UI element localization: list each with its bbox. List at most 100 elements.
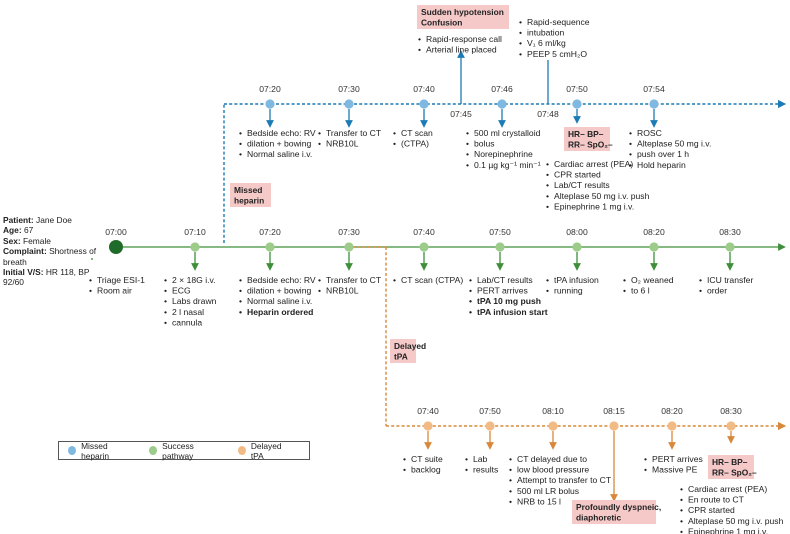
success-node-3-text-1: NRB10L (326, 286, 359, 296)
delayed-status-text-1: RR– SpO₂– (712, 467, 757, 477)
delayed-node-5-text-4: Epinephrine 1 mg i.v. (688, 526, 768, 534)
missed-0745-bullet: • (418, 45, 421, 55)
missed-node-3-bullet: • (466, 128, 469, 138)
timeline-marks (109, 5, 754, 524)
missed-node-dot-5 (649, 99, 659, 109)
success-node-1-bullet: • (164, 286, 167, 296)
delayed-node-2-bullet: • (509, 486, 512, 496)
delayed-node-4-bullet: • (644, 454, 647, 464)
success-start-dot (109, 240, 123, 254)
missed-time-label-5: 07:54 (643, 84, 665, 94)
missed-node-3-text-0: 500 ml crystalloid (474, 128, 541, 138)
missed-0748-text-1: intubation (527, 28, 564, 38)
success-node-3-bullet: • (318, 286, 321, 296)
missed-node-4-bullet: • (546, 191, 549, 201)
missed-node-0-text-2: Normal saline i.v. (247, 149, 312, 159)
hypotension-box (417, 5, 509, 29)
delayed-time-label-1: 07:50 (479, 406, 501, 416)
missed-node-4-text-1: CPR started (554, 170, 601, 180)
missed-node-0-bullet: • (239, 139, 242, 149)
success-node-2-bullet: • (239, 307, 242, 317)
delayed-node-5-bullet: • (680, 484, 683, 494)
legend-item-delayed-tpa: Delayed tPA (237, 441, 292, 461)
success-time-label-7: 08:20 (643, 227, 665, 237)
legend-item-success-pathway: Success pathway (149, 441, 221, 461)
patient-info: Patient: Jane Doe Age: 67 Sex: Female Co… (3, 215, 103, 288)
missed-time-label-3: 07:46 (491, 84, 513, 94)
missed-node-5-bullet: • (629, 128, 632, 138)
patient-age-row: Age: 67 (3, 225, 34, 236)
delayed-node-2-text-4: NRB to 15 l (517, 496, 561, 506)
missed-time-label-0748: 07:48 (537, 109, 559, 119)
success-node-6-text-1: running (554, 286, 583, 296)
hypotension-text-1: Confusion (421, 17, 462, 27)
missed-0748-text-2: V₁ 6 ml/kg (527, 38, 566, 48)
missed-node-1-text-1: NRB10L (326, 139, 359, 149)
missed-node-1-bullet: • (318, 139, 321, 149)
success-node-2-text-0: Bedside echo: RV (247, 275, 316, 285)
missed-time-label-4: 07:50 (566, 84, 588, 94)
delayed-time-label-2: 08:10 (542, 406, 564, 416)
missed-0748-bullet: • (519, 49, 522, 59)
missed-node-2-text-0: CT scan (401, 128, 433, 138)
success-time-label-2: 07:20 (259, 227, 281, 237)
success-node-4-bullet: • (393, 275, 396, 285)
delayed-dyspneic-box (572, 500, 656, 524)
success-node-1-bullet: • (164, 317, 167, 327)
missed-node-3-bullet: • (466, 160, 469, 170)
missed-heparin-tag-text-1: heparin (234, 195, 264, 205)
delayed-node-5-bullet: • (680, 526, 683, 534)
missed-node-5-text-3: Hold heparin (637, 160, 686, 170)
missed-node-3-text-2: Norepinephrine (474, 149, 533, 159)
missed-node-dot-2 (419, 99, 429, 109)
missed-0748-text-3: PEEP 5 cmH₂O (527, 49, 587, 59)
missed-0745-text-1: Arterial line placed (426, 45, 497, 55)
delayed-dyspneic-text-0: Profoundly dyspneic, (576, 502, 661, 512)
missed-node-5-bullet: • (629, 139, 632, 149)
delayed-time-label-5: 08:30 (720, 406, 742, 416)
patient-complaint-row: Complaint: Shortness of breath (3, 246, 97, 267)
success-node-dot-2 (265, 242, 275, 252)
success-node-2-text-2: Normal saline i.v. (247, 296, 312, 306)
success-node-1-bullet: • (164, 307, 167, 317)
delayed-node-2-text-1: low blood pressure (517, 465, 589, 475)
success-time-label-4: 07:40 (413, 227, 435, 237)
delayed-node-2-bullet: • (509, 454, 512, 464)
missed-node-5-bullet: • (629, 149, 632, 159)
missed-heparin-tag-box (230, 183, 271, 207)
delayed-tpa-tag-text-1: tPA (394, 351, 408, 361)
legend-item-missed-heparin: Missed heparin (68, 441, 132, 461)
success-node-0-text-1: Room air (97, 286, 132, 296)
missed-node-5-text-0: ROSC (637, 128, 662, 138)
delayed-node-0-bullet: • (403, 465, 406, 475)
hypotension-text-0: Sudden hypotension (421, 7, 504, 17)
missed-time-label-2: 07:40 (413, 84, 435, 94)
delayed-node-1-text-1: results (473, 465, 498, 475)
delayed-node-2-text-3: 500 ml LR bolus (517, 486, 579, 496)
missed-node-0-bullet: • (239, 149, 242, 159)
missed-heparin-tag-text-0: Missed (234, 185, 262, 195)
legend-dot-green (149, 446, 158, 455)
success-node-5-text-1: PERT arrives (477, 286, 528, 296)
success-time-label-1: 07:10 (184, 227, 206, 237)
missed-node-1-bullet: • (318, 128, 321, 138)
success-node-7-text-0: O₂ weaned (631, 275, 674, 285)
missed-node-4-text-2: Lab/CT results (554, 180, 610, 190)
missed-0745-bullet: • (418, 34, 421, 44)
success-node-1-text-0: 2 × 18G i.v. (172, 275, 216, 285)
patient-vitals-row: Initial V/S: HR 118, BP 92/60 (3, 267, 90, 288)
missed-0745-text-0: Rapid-response call (426, 34, 502, 44)
success-time-label-6: 08:00 (566, 227, 588, 237)
missed-node-4-bullet: • (546, 159, 549, 169)
delayed-node-2-text-2: Attempt to transfer to CT (517, 475, 612, 485)
delayed-node-dot-5 (726, 421, 736, 431)
delayed-node-4-text-1: Massive PE (652, 465, 698, 475)
success-node-2-bullet: • (239, 286, 242, 296)
missed-node-0-text-1: dilation + bowing (247, 139, 311, 149)
success-time-label-0: 07:00 (105, 227, 127, 237)
missed-node-4-bullet: • (546, 170, 549, 180)
missed-node-0-bullet: • (239, 128, 242, 138)
success-node-1-text-2: Labs drawn (172, 296, 217, 306)
timeline-lines (91, 50, 787, 502)
